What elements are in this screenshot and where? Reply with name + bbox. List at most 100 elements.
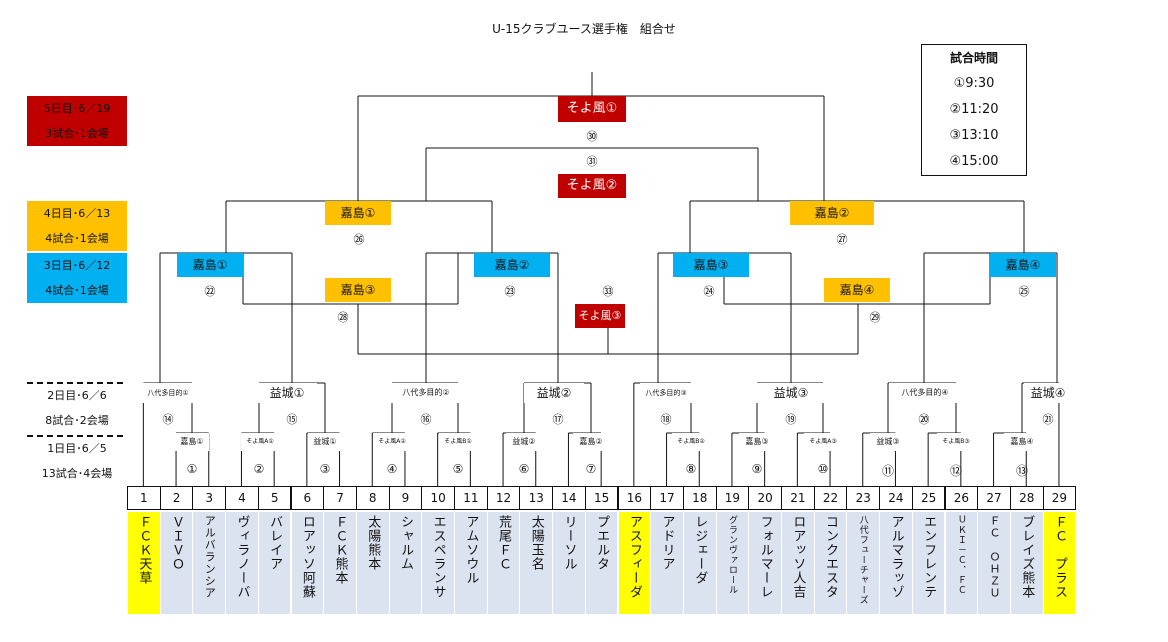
team-cell: 太陽熊本 xyxy=(356,512,389,614)
team-cell: フォルマーレ xyxy=(749,512,781,614)
team-cell: エスペランサ xyxy=(422,512,454,614)
match-venue: そよ風② xyxy=(558,174,626,198)
match-venue: 益城③ xyxy=(755,383,827,403)
slot-number: 10 xyxy=(421,486,455,510)
slot-number: 20 xyxy=(748,486,782,510)
match-number: ⑲ xyxy=(785,413,797,426)
match-venue: 八代多目的② xyxy=(390,383,462,403)
team-cell: アドリア xyxy=(651,512,683,614)
team-cell: アスフィーダ xyxy=(618,512,651,614)
match-number: ⑮ xyxy=(286,413,298,426)
match-venue: そよ風A③ xyxy=(804,433,842,451)
team-cell: シャルム xyxy=(389,512,422,614)
team-name: ロアッソ阿蘇 xyxy=(299,515,315,599)
team-cell: アルマラッゾ xyxy=(880,512,912,614)
team-name: 荒尾ＦＣ xyxy=(496,515,512,571)
team-name: アスフィーダ xyxy=(626,515,642,599)
team-name: 太陽玉名 xyxy=(528,515,544,571)
match-venue: 嘉島④ xyxy=(824,278,890,302)
team-name: シャルム xyxy=(397,515,413,571)
match-times-box: 試合時間 ①9:30 ②11:20 ③13:10 ④15:00 xyxy=(921,44,1027,176)
team-name: フォルマーレ xyxy=(757,515,773,599)
team-cell: アルバランシア xyxy=(193,512,226,614)
team-cell: エンフレンテ xyxy=(912,512,945,614)
match-number: ① xyxy=(186,462,198,476)
match-venue: 嘉島② xyxy=(790,201,874,225)
team-cell: ＦＣＫ天草 xyxy=(128,512,160,614)
match-venue: 嘉島① xyxy=(325,201,391,225)
team-name: プエルタ xyxy=(594,515,610,571)
match-venue: 嘉島③ xyxy=(739,433,775,451)
match-number: ㉝ xyxy=(602,285,614,298)
legend-day5-info: 3試合･1会場 xyxy=(45,127,109,140)
match-number: ㉛ xyxy=(586,155,598,168)
team-cell: ＶＩＶＯ xyxy=(160,512,193,614)
slot-number: 5 xyxy=(257,486,292,510)
match-venue: 嘉島② xyxy=(474,253,550,277)
slot-number: 15 xyxy=(584,486,619,510)
legend-day3: 3日目･6／12 4試合･1会場 xyxy=(27,253,127,303)
match-venue: そよ風B② xyxy=(672,433,710,451)
slot-number: 27 xyxy=(977,486,1011,510)
match-number: ㉗ xyxy=(836,233,848,246)
team-cell: ロアッソ阿蘇 xyxy=(291,512,324,614)
match-number: ② xyxy=(253,462,265,476)
team-cell: ＦＣＫ熊本 xyxy=(324,512,356,614)
slot-number: 7 xyxy=(323,486,357,510)
match-number: ㉑ xyxy=(1042,413,1054,426)
team-name: ＦＣＫ天草 xyxy=(136,515,152,585)
slot-number: 22 xyxy=(813,486,848,510)
team-name: ＦＣ ＯＨＺＵ xyxy=(988,515,1002,599)
slot-number: 18 xyxy=(682,486,717,510)
team-cell: アムソウル xyxy=(455,512,487,614)
slot-number: 19 xyxy=(715,486,750,510)
team-name: アムソウル xyxy=(463,515,479,585)
slot-number: 24 xyxy=(879,486,913,510)
match-number: ⑦ xyxy=(585,462,597,476)
team-cell: ＵＫＩ－Ｃ．ＦＣ xyxy=(945,512,978,614)
team-name: リーソル xyxy=(561,515,577,571)
slot-number: 6 xyxy=(290,486,325,510)
match-number: ⑧ xyxy=(685,462,697,476)
slot-number: 4 xyxy=(225,486,259,510)
team-cell: ヴィラノーバ xyxy=(226,512,258,614)
team-name: ＦＣ プラス xyxy=(1051,515,1067,599)
slot-number: 23 xyxy=(846,486,881,510)
match-venue: 八代多目的④ xyxy=(889,383,961,403)
match-venue: 嘉島② xyxy=(573,433,609,451)
slot-number: 16 xyxy=(617,486,652,510)
team-cell: レジェーダ xyxy=(683,512,716,614)
slot-number: 3 xyxy=(192,486,227,510)
slot-number: 2 xyxy=(159,486,194,510)
match-number: ⑯ xyxy=(420,413,432,426)
match-number: ㉔ xyxy=(703,285,715,298)
team-cell: リーソル xyxy=(553,512,585,614)
slot-number: 9 xyxy=(388,486,423,510)
slot-number: 1 xyxy=(127,486,161,510)
match-venue: 益城② xyxy=(524,383,584,403)
legend-day2-date: 2日目･6／6 xyxy=(47,389,107,402)
team-name: レジェーダ xyxy=(692,515,708,585)
team-name: 太陽熊本 xyxy=(365,515,381,571)
slot-number: 26 xyxy=(944,486,979,510)
match-venue: そよ風A① xyxy=(241,433,279,451)
match-venue: 益城② xyxy=(506,433,542,451)
team-name: アルバランシア xyxy=(203,515,217,599)
match-number: ㉓ xyxy=(504,285,516,298)
match-time: ①9:30 xyxy=(953,76,995,91)
team-cell: コンクエスタ xyxy=(814,512,847,614)
legend-day3-info: 4試合･1会場 xyxy=(45,284,109,297)
legend-day3-date: 3日目･6／12 xyxy=(43,259,111,272)
team-cell: ブレイズ熊本 xyxy=(1010,512,1043,614)
match-venue: 益城① xyxy=(257,383,317,403)
match-venue: そよ風B① xyxy=(439,433,477,451)
slot-number: 14 xyxy=(552,486,586,510)
legend-day5: 5日目･6／19 3試合･1会場 xyxy=(27,96,127,146)
legend-day1-info: 13試合･4会場 xyxy=(41,467,113,480)
slot-number: 8 xyxy=(355,486,390,510)
match-number: ⑭ xyxy=(162,413,174,426)
match-venue: 嘉島① xyxy=(175,433,209,451)
legend-day4: 4日目･6／13 4試合･1会場 xyxy=(27,201,127,251)
team-name: エンフレンテ xyxy=(921,515,937,599)
slot-number: 11 xyxy=(454,486,488,510)
